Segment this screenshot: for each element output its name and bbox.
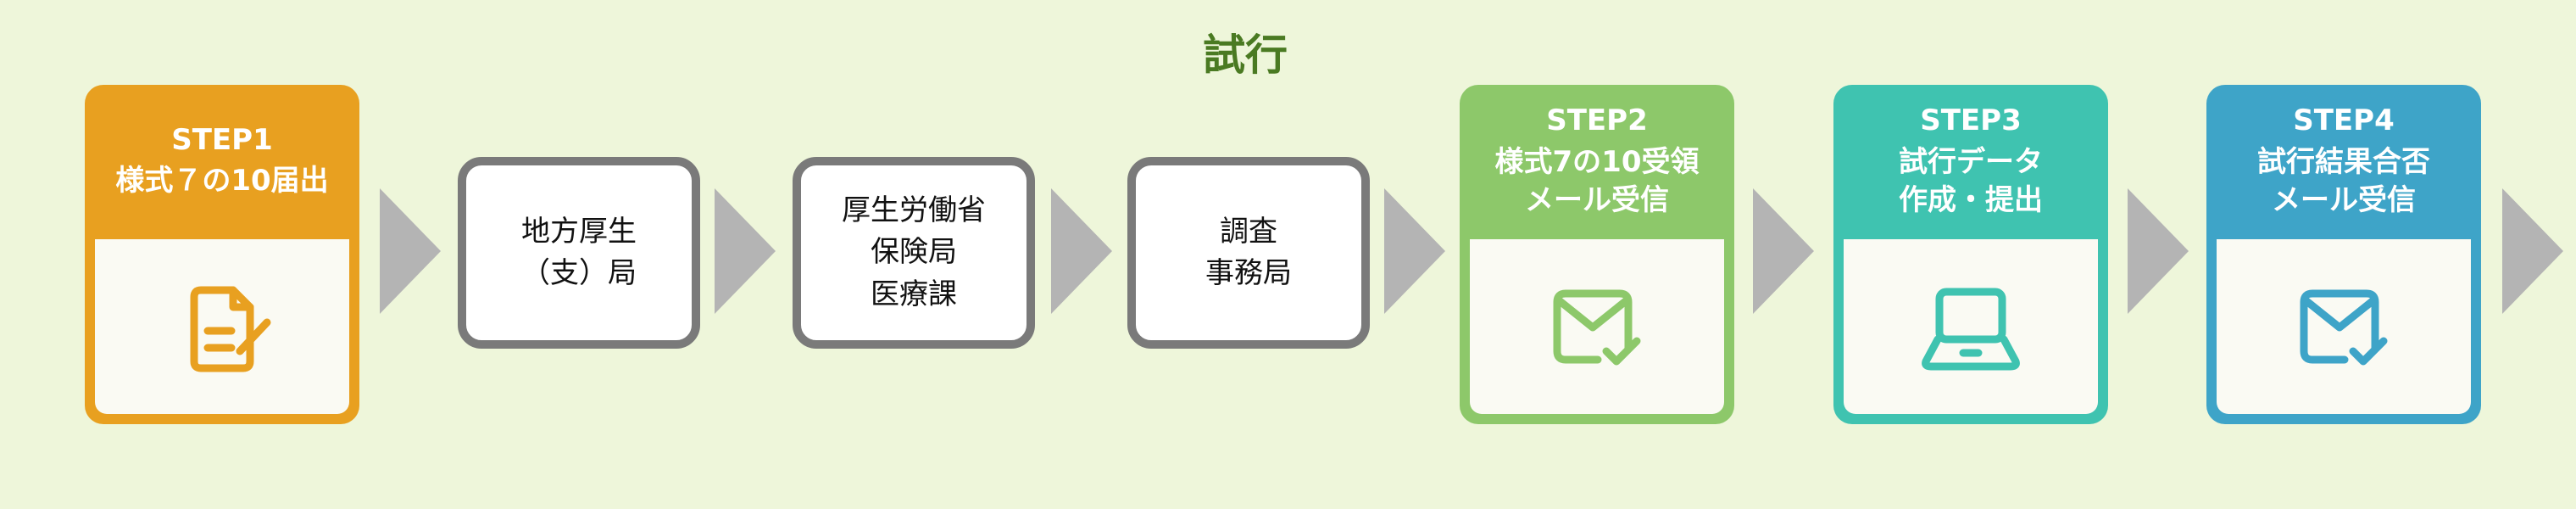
flow-arrow [715, 188, 776, 314]
step3-text: 試行データ 作成・提出 [1899, 144, 2043, 218]
flow-arrow [2128, 188, 2189, 314]
agency-mhlw: 厚生労働省 保険局 医療課 [793, 157, 1035, 349]
step3-label: STEP3 [1920, 103, 2022, 137]
step3-card: STEP3 試行データ 作成・提出 [1833, 85, 2108, 424]
agency-mhlw-label: 厚生労働省 保険局 医療課 [842, 193, 986, 311]
flow-arrow [380, 188, 441, 314]
step2-text: 様式7の10受領 メール受信 [1494, 144, 1700, 218]
diagram-title: 試行 [1203, 31, 1288, 80]
step4-label: STEP4 [2293, 103, 2395, 137]
step2-card: STEP2 様式7の10受領 メール受信 [1460, 85, 1734, 424]
step4-card: STEP4 試行結果合否 メール受信 [2206, 85, 2481, 424]
agency-survey-office-label: 調査 事務局 [1205, 214, 1292, 290]
agency-survey-office: 調査 事務局 [1127, 157, 1370, 349]
step3-header: STEP3 試行データ 作成・提出 [1844, 85, 2098, 239]
step2-label: STEP2 [1546, 103, 1648, 137]
step2-icon-area [1470, 239, 1724, 414]
document-pen-icon [190, 286, 271, 372]
step2-header: STEP2 様式7の10受領 メール受信 [1470, 85, 1724, 239]
step1-text: 様式７の10届出 [115, 164, 329, 199]
step4-text: 試行結果合否 メール受信 [2257, 144, 2430, 218]
step1-label: STEP1 [171, 122, 273, 157]
step4-header: STEP4 試行結果合否 メール受信 [2217, 85, 2471, 239]
agency-regional-bureau: 地方厚生 （支）局 [458, 157, 700, 349]
step1-card: STEP1 様式７の10届出 [85, 85, 359, 424]
flow-arrow [1753, 188, 1814, 314]
step3-icon-area [1844, 239, 2098, 414]
agency-regional-bureau-label: 地方厚生 （支）局 [521, 214, 637, 290]
step1-icon-area [95, 239, 349, 414]
laptop-icon [1922, 288, 2020, 371]
step4-icon-area [2217, 239, 2471, 414]
flow-arrow [2502, 188, 2563, 314]
mail-check-icon [1553, 289, 1641, 366]
flow-arrow [1384, 188, 1445, 314]
mail-check-icon [2300, 289, 2388, 366]
step1-header: STEP1 様式７の10届出 [95, 85, 349, 239]
flow-arrow [1051, 188, 1112, 314]
